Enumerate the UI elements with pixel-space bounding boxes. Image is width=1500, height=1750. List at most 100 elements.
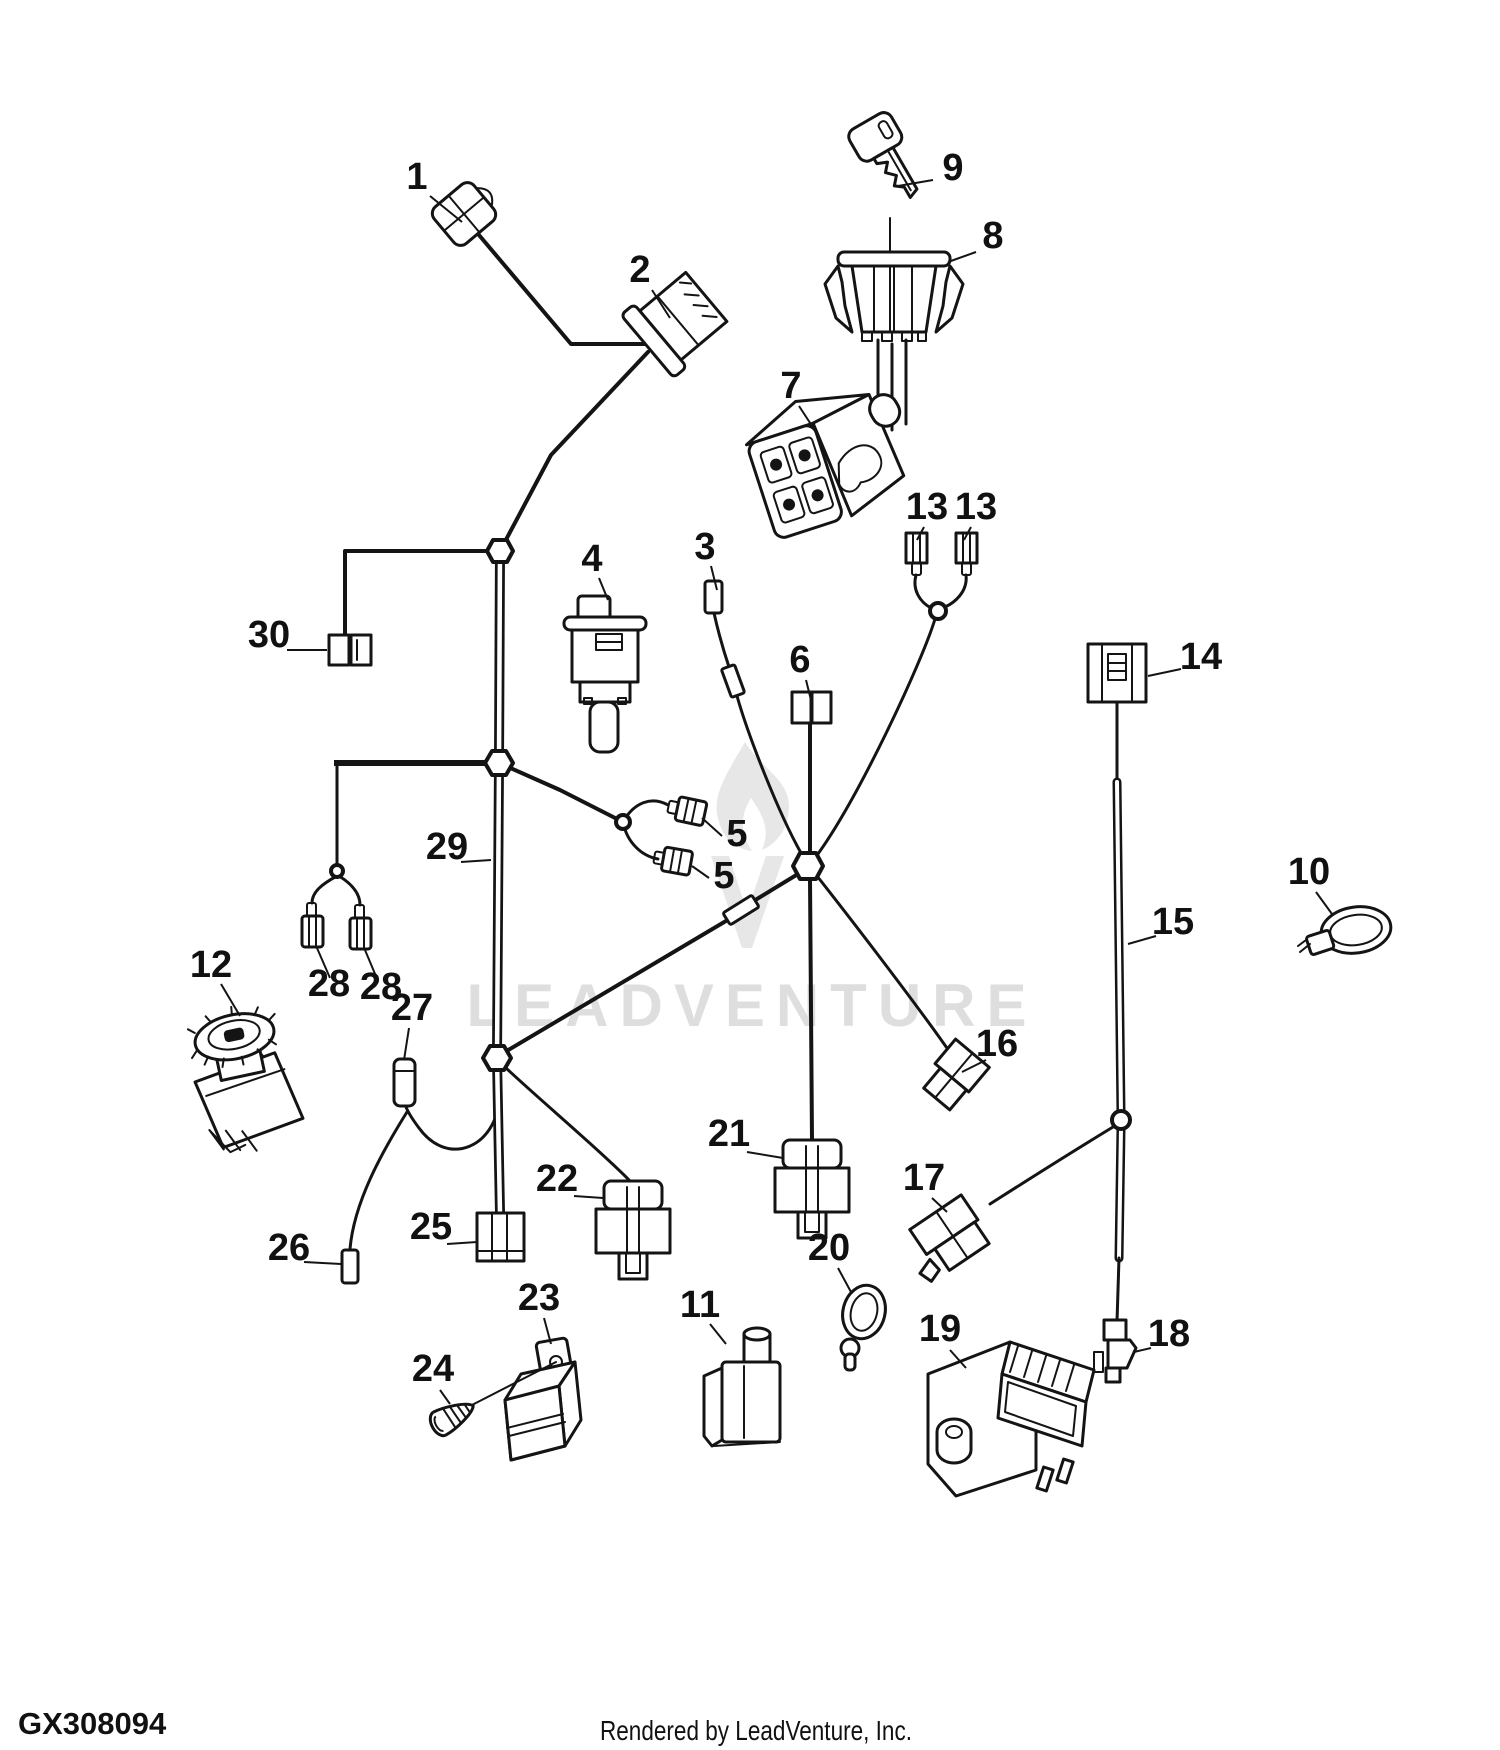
callout-10-label[interactable]: 10 (1288, 851, 1330, 893)
wire-28-split-right (337, 874, 362, 907)
connector-2 (621, 270, 729, 378)
connector-1 (430, 181, 498, 247)
connector-13-left (904, 531, 929, 576)
callout-15-leader (1127, 935, 1157, 945)
wire-3-to-hub (712, 611, 731, 669)
callout-20-leader (837, 1267, 852, 1293)
connector-13-right (954, 531, 979, 576)
callout-18-leader (1133, 1347, 1152, 1353)
callout-5-leader (701, 817, 723, 837)
callout-22-label[interactable]: 22 (536, 1158, 578, 1200)
callout-6-leader (805, 679, 812, 701)
harness-wires (310, 217, 1126, 1324)
splice-connector (720, 663, 746, 699)
inline-splices (720, 663, 760, 926)
callout-29-label[interactable]: 29 (426, 826, 468, 868)
wire-1-to-2 (466, 220, 660, 346)
callout-3-leader (710, 565, 718, 591)
interlock-module-11 (702, 1326, 782, 1448)
callout-27-label[interactable]: 27 (391, 987, 433, 1029)
callout-7-label[interactable]: 7 (780, 365, 801, 407)
callout-12-label[interactable]: 12 (190, 944, 232, 986)
cable-tie-20 (839, 1283, 887, 1372)
callout-2-label[interactable]: 2 (629, 249, 650, 291)
callout-13-label[interactable]: 13 (906, 486, 948, 528)
callout-12-leader (220, 983, 241, 1017)
junction-node (481, 1044, 513, 1072)
callout-5-label[interactable]: 5 (726, 813, 747, 855)
callout-18-label[interactable]: 18 (1148, 1313, 1190, 1355)
callout-10-leader (1315, 891, 1333, 915)
connector-27 (392, 1057, 417, 1108)
wire-13-to-hub (813, 617, 937, 860)
callout-5-leader (691, 865, 710, 879)
callout-21-leader (746, 1151, 784, 1159)
wire-node-to-17 (988, 1125, 1115, 1206)
callout-26-label[interactable]: 26 (268, 1227, 310, 1269)
callout-29-leader (460, 859, 492, 863)
split-node (329, 863, 345, 879)
callout-23-label[interactable]: 23 (518, 1277, 560, 1319)
screw-24 (428, 1361, 557, 1438)
callout-30-label[interactable]: 30 (248, 614, 290, 656)
wire-13-left (913, 573, 933, 610)
wire-hub-to-16 (815, 874, 951, 1053)
callout-21-label[interactable]: 21 (708, 1113, 750, 1155)
callout-2-leader (651, 289, 671, 319)
render-credit: Rendered by LeadVenture, Inc. (600, 1715, 912, 1746)
wire-to-26 (348, 1110, 409, 1251)
splice-connector (722, 894, 760, 926)
relay-22 (594, 1179, 672, 1281)
callout-17-label[interactable]: 17 (903, 1157, 945, 1199)
junction-nodes (329, 538, 1132, 1131)
junction-node (483, 749, 515, 777)
wire-to-18 (1115, 1256, 1121, 1324)
connector-17 (908, 1193, 991, 1283)
callout-16-label[interactable]: 16 (976, 1023, 1018, 1065)
watermark-text: LEADVENTURE (466, 972, 1037, 1039)
key-9 (847, 111, 919, 199)
callout-13-leader (963, 526, 972, 541)
callout-25-label[interactable]: 25 (410, 1206, 452, 1248)
callout-27-leader (403, 1027, 410, 1061)
callout-28-label[interactable]: 28 (360, 966, 402, 1008)
callout-25-leader (446, 1241, 478, 1245)
flame-icon (716, 742, 789, 851)
callout-28-label[interactable]: 28 (308, 963, 350, 1005)
callout-8-label[interactable]: 8 (982, 215, 1003, 257)
wire-hex-to-22 (504, 1066, 632, 1183)
callout-9-leader (897, 179, 934, 187)
callout-14-label[interactable]: 14 (1180, 636, 1222, 678)
callout-13-label[interactable]: 13 (955, 486, 997, 528)
callout-4-label[interactable]: 4 (581, 538, 602, 580)
callout-6-label[interactable]: 6 (789, 639, 810, 681)
callout-16-leader (961, 1059, 987, 1073)
callout-15-label[interactable]: 15 (1152, 901, 1194, 943)
plunger-switch-4 (562, 594, 648, 754)
callout-19-label[interactable]: 19 (919, 1308, 961, 1350)
callout-17-leader (931, 1197, 948, 1213)
wire-hex-to-27 (404, 1093, 502, 1151)
connector-6 (790, 690, 833, 725)
relay-23-with-bracket (503, 1336, 583, 1462)
callout-8-leader (947, 251, 977, 263)
relay-21 (773, 1138, 851, 1240)
wire-junction2-to-5 (497, 761, 625, 824)
junction-node (485, 538, 515, 564)
wire-13-right (943, 573, 968, 609)
callout-14-leader (1147, 668, 1182, 677)
callout-1-label[interactable]: 1 (406, 156, 427, 198)
connector-26 (340, 1248, 360, 1285)
callout-20-label[interactable]: 20 (808, 1227, 850, 1269)
connector-16 (922, 1037, 991, 1112)
switch-7 (745, 393, 906, 539)
callout-24-label[interactable]: 24 (412, 1348, 454, 1390)
callout-11-label[interactable]: 11 (680, 1284, 720, 1326)
connector-18 (1093, 1318, 1138, 1384)
callout-1-leader (429, 195, 463, 223)
callout-5-label[interactable]: 5 (713, 855, 734, 897)
callout-9-label[interactable]: 9 (942, 147, 963, 189)
callout-3-label[interactable]: 3 (694, 526, 715, 568)
